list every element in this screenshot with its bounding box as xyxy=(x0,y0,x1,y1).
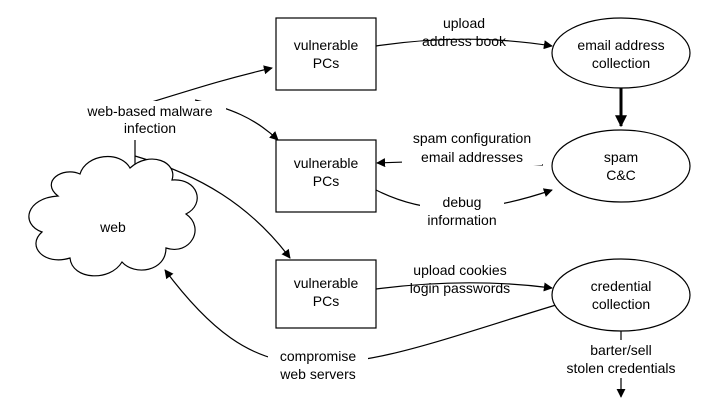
upload-address-label-line1: upload xyxy=(443,15,485,31)
infection-label-line2: infection xyxy=(124,120,176,136)
vulnerable-pcs-node-3: vulnerable PCs xyxy=(275,259,377,329)
upload-cookies-edge-label: upload cookies login passwords xyxy=(410,262,510,296)
pc3-label-line2: PCs xyxy=(313,293,339,309)
spam-config-label-line1: spam configuration xyxy=(413,130,531,146)
infection-label-bg xyxy=(76,101,226,139)
spam-config-label-bg xyxy=(402,129,542,165)
pc-box-3 xyxy=(275,259,377,329)
credential-collection-node: credential collection xyxy=(551,258,691,332)
spam-cc-node: spam C&C xyxy=(551,129,691,203)
barter-edge-label: barter/sell stolen credentials xyxy=(556,340,686,378)
debug-label-line2: information xyxy=(427,212,496,228)
pc2-label-line2: PCs xyxy=(313,173,339,189)
debug-label-bg xyxy=(420,193,504,229)
credential-collection-label-line1: credential xyxy=(591,278,652,294)
upload-cookies-label-line1: upload cookies xyxy=(413,262,506,278)
credential-collection-ellipse xyxy=(551,258,691,332)
compromise-label-line2: web servers xyxy=(279,366,355,382)
pc1-label-line2: PCs xyxy=(313,55,339,71)
upload-address-edge xyxy=(375,38,553,50)
barter-label-line1: barter/sell xyxy=(590,342,651,358)
spam-config-label-line2: email addresses xyxy=(421,149,523,165)
compromise-edge-label: compromise web servers xyxy=(268,346,368,382)
compromise-label-bg xyxy=(268,346,368,382)
infection-edge-label: web-based malware infection xyxy=(76,101,226,139)
pc3-label-line1: vulnerable xyxy=(294,275,359,291)
debug-edge-label: debug information xyxy=(420,193,504,229)
upload-address-edge-label: upload address book xyxy=(422,15,507,49)
pc1-label-line1: vulnerable xyxy=(294,37,359,53)
email-collection-label-line1: email address xyxy=(577,37,664,53)
debug-label-line1: debug xyxy=(443,194,482,210)
cloud-shape xyxy=(28,155,198,277)
upload-cookies-edge xyxy=(375,282,553,292)
infection-label-line1: web-based malware xyxy=(86,103,212,119)
spam-cc-ellipse xyxy=(551,129,691,203)
spam-cc-label-line1: spam xyxy=(604,149,638,165)
pc-box-2 xyxy=(275,139,377,213)
spam-config-edge-label: spam configuration email addresses xyxy=(402,129,542,165)
email-collection-node: email address collection xyxy=(551,17,691,89)
infection-to-pc1-edge xyxy=(144,65,273,105)
web-cloud-node: web xyxy=(28,155,198,277)
pc2-label-line1: vulnerable xyxy=(294,155,359,171)
spam-cc-label-line2: C&C xyxy=(606,167,636,183)
vulnerable-pcs-node-1: vulnerable PCs xyxy=(275,17,377,91)
barter-label-bg xyxy=(556,340,686,378)
email-collection-ellipse xyxy=(551,17,691,89)
web-label: web xyxy=(99,219,126,235)
barter-label-line2: stolen credentials xyxy=(567,360,676,376)
upload-cookies-label-line2: login passwords xyxy=(410,280,510,296)
vulnerable-pcs-node-2: vulnerable PCs xyxy=(275,139,377,213)
pc-box-1 xyxy=(275,17,377,91)
upload-address-label-line2: address book xyxy=(422,33,507,49)
email-collection-label-line2: collection xyxy=(592,55,650,71)
compromise-label-line1: compromise xyxy=(280,348,356,364)
credential-collection-label-line2: collection xyxy=(592,296,650,312)
